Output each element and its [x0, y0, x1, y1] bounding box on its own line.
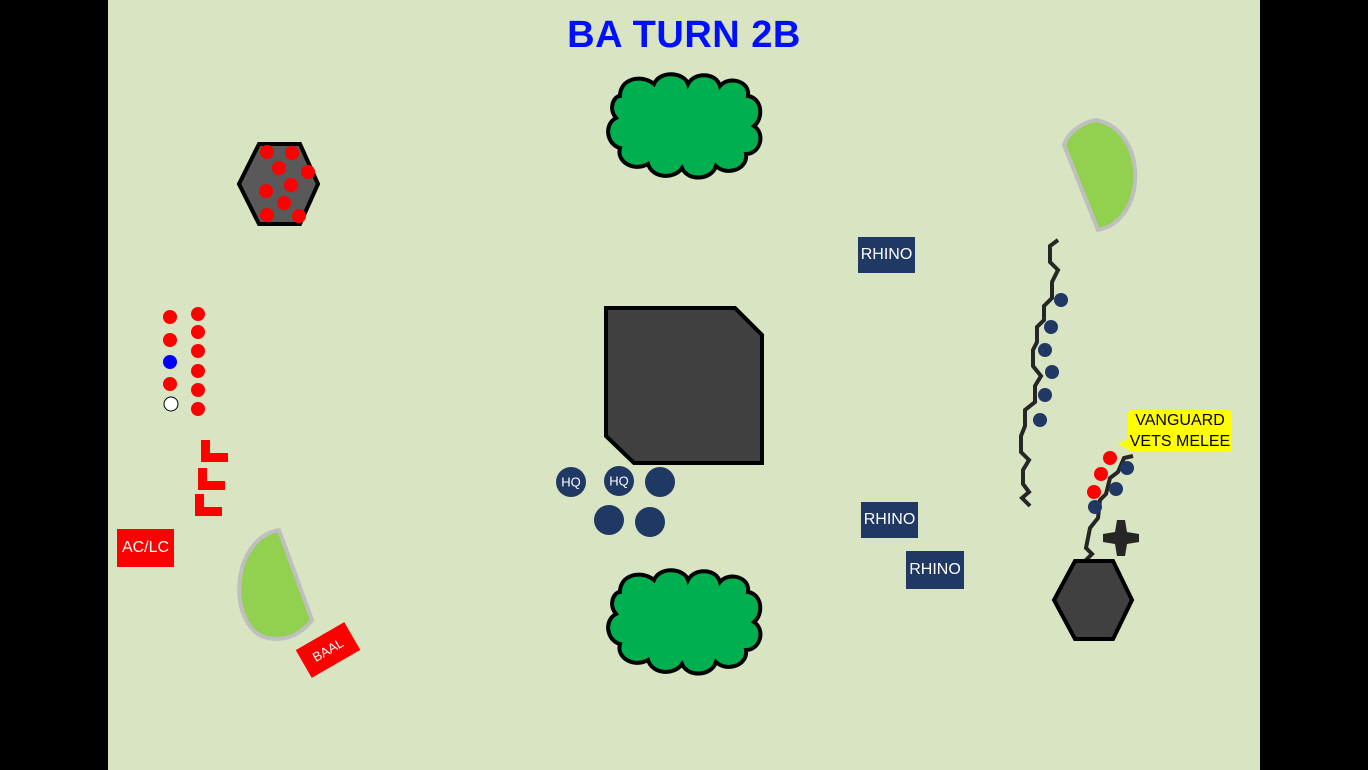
hill-left[interactable]: [237, 527, 315, 641]
opponent-hq-group: HQ HQ: [556, 466, 675, 537]
opponent-squad-wall: [1033, 293, 1068, 427]
forest-top[interactable]: [606, 72, 763, 180]
ba-model[interactable]: [191, 307, 205, 321]
central-building[interactable]: [604, 306, 764, 465]
ba-model[interactable]: [1087, 485, 1101, 499]
navy-model[interactable]: [1109, 482, 1123, 496]
turn-title: BA TURN 2B: [567, 14, 801, 56]
ba-model[interactable]: [163, 333, 177, 347]
navy-model[interactable]: [635, 507, 665, 537]
hex-ruin-bottom-right[interactable]: [1051, 559, 1135, 641]
ba-model[interactable]: [272, 161, 286, 175]
navy-model[interactable]: [1088, 500, 1102, 514]
navy-model[interactable]: [1120, 461, 1134, 475]
forest-bottom[interactable]: [606, 568, 763, 676]
navy-model[interactable]: [645, 467, 675, 497]
ba-model[interactable]: [284, 178, 298, 192]
ba-model[interactable]: [285, 146, 299, 160]
ba-objective-model[interactable]: [163, 355, 177, 369]
ba-squad-in-ruin: [259, 145, 315, 223]
ba-model[interactable]: [191, 383, 205, 397]
ba-model[interactable]: [1094, 467, 1108, 481]
hex-ruin-top-left[interactable]: [236, 142, 321, 226]
hq-label: HQ: [609, 473, 629, 488]
ba-l-marker[interactable]: [195, 494, 222, 516]
ba-model[interactable]: [191, 402, 205, 416]
ba-model[interactable]: [191, 364, 205, 378]
ba-model[interactable]: [260, 145, 274, 159]
navy-model[interactable]: [1033, 413, 1047, 427]
ba-model[interactable]: [259, 184, 273, 198]
rhino-tank[interactable]: RHINO: [861, 502, 918, 538]
game-board: BA TURN 2B: [108, 0, 1260, 770]
rhino-tank[interactable]: RHINO: [906, 551, 964, 589]
hq-label: HQ: [561, 474, 581, 489]
ba-model[interactable]: [1103, 451, 1117, 465]
callout-line-1: VANGUARD: [1135, 412, 1225, 429]
ba-model[interactable]: [292, 209, 306, 223]
ba-model[interactable]: [191, 344, 205, 358]
vanguard-callout: VANGUARD VETS MELEE: [1118, 410, 1232, 452]
callout-line-2: VETS MELEE: [1129, 433, 1231, 450]
ba-empty-model[interactable]: [163, 396, 179, 412]
navy-model[interactable]: [1038, 343, 1052, 357]
cross-marker-icon: [1103, 520, 1139, 556]
ac-lc-vehicle[interactable]: AC/LC: [117, 529, 174, 567]
navy-model[interactable]: [1038, 388, 1052, 402]
ba-squad-left-column: [163, 307, 205, 416]
ba-l-markers: [195, 440, 228, 516]
rhino-tank[interactable]: RHINO: [858, 237, 915, 273]
hill-right[interactable]: [1061, 117, 1138, 233]
navy-model[interactable]: [1044, 320, 1058, 334]
navy-model[interactable]: [594, 505, 624, 535]
ba-model[interactable]: [277, 196, 291, 210]
baal-predator[interactable]: BAAL: [295, 622, 361, 678]
vanguard-melee-models: [1087, 451, 1134, 514]
ba-model[interactable]: [191, 325, 205, 339]
ba-model[interactable]: [301, 165, 315, 179]
ba-l-marker[interactable]: [201, 440, 228, 462]
hq-model[interactable]: [556, 467, 586, 497]
ba-model[interactable]: [163, 310, 177, 324]
barricade-wall-1[interactable]: [1019, 238, 1061, 508]
navy-model[interactable]: [1054, 293, 1068, 307]
battle-map: BAAL HQ HQ: [163, 72, 1139, 678]
ba-l-marker[interactable]: [198, 468, 225, 490]
navy-model[interactable]: [1045, 365, 1059, 379]
hq-model[interactable]: [604, 466, 634, 496]
ba-model[interactable]: [260, 208, 274, 222]
ba-model[interactable]: [163, 377, 177, 391]
